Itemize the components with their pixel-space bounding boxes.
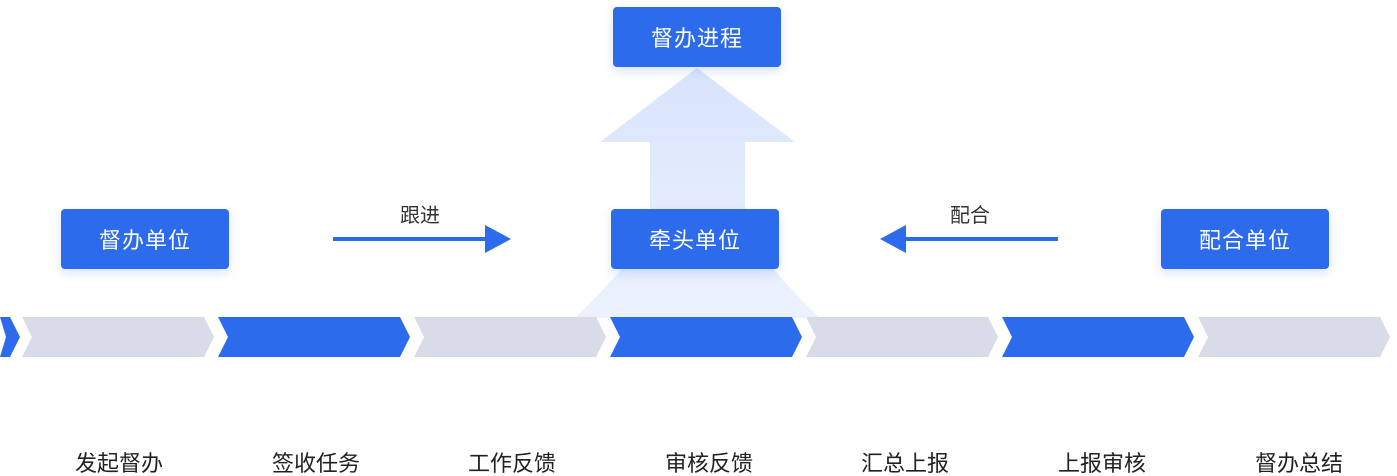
process-progress-box: 督办进程 (613, 7, 781, 67)
follow-label: 跟进 (400, 203, 440, 227)
cooperate-arrow-icon (880, 225, 1058, 253)
step-chevron-4 (610, 317, 802, 357)
step-label-2: 签收任务 (271, 452, 360, 476)
supervising-unit-label: 督办单位 (98, 229, 191, 254)
supervising-unit-box: 督办单位 (61, 209, 229, 269)
step-label-7: 督办总结 (1254, 452, 1343, 476)
leading-unit-box: 牵头单位 (611, 209, 779, 269)
step-chevron-7 (1198, 317, 1390, 357)
cooperating-unit-label: 配合单位 (1198, 229, 1291, 254)
follow-arrow-icon (333, 225, 511, 253)
step-chevron-1 (22, 317, 214, 357)
step-bar-start-marker (0, 317, 20, 357)
step-chevron-2 (218, 317, 410, 357)
step-chevrons (22, 317, 1390, 357)
process-progress-label: 督办进程 (650, 27, 743, 52)
step-label-3: 工作反馈 (467, 452, 556, 476)
step-chevron-3 (414, 317, 606, 357)
cooperating-unit-box: 配合单位 (1161, 209, 1329, 269)
step-chevron-5 (806, 317, 998, 357)
step-label-6: 上报审核 (1057, 452, 1146, 476)
step-label-5: 汇总上报 (860, 452, 949, 476)
cooperate-label: 配合 (950, 203, 990, 227)
step-label-4: 审核反馈 (664, 452, 753, 476)
leading-unit-label: 牵头单位 (648, 229, 741, 254)
step-chevron-6 (1002, 317, 1194, 357)
step-label-1: 发起督办 (74, 452, 163, 476)
